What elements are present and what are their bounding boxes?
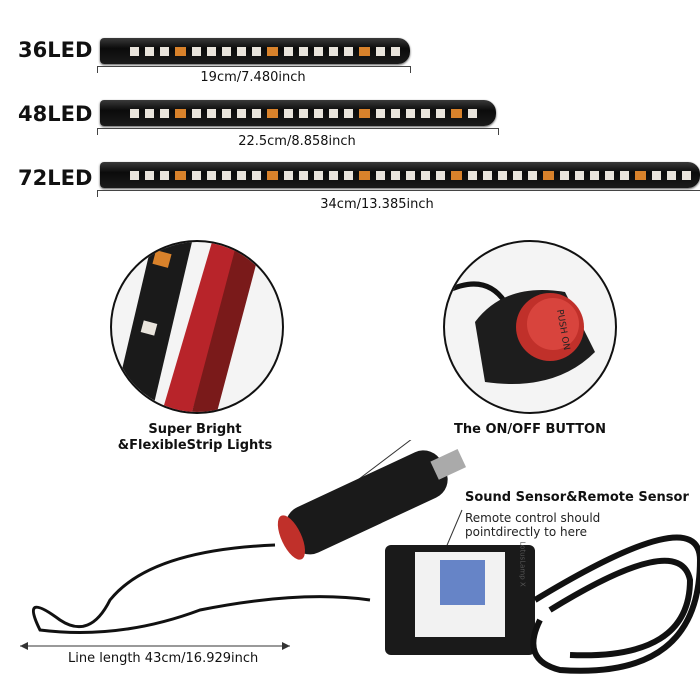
led-chip xyxy=(237,46,246,56)
led-chip xyxy=(359,170,370,180)
button-closeup: PUSH ON xyxy=(443,240,617,414)
led-chip xyxy=(451,170,462,180)
led-chip xyxy=(222,46,231,56)
led-chip xyxy=(192,170,201,180)
strip-dimension-36: 19cm/7.480inch xyxy=(200,70,306,85)
led-chip xyxy=(344,170,353,180)
led-chip xyxy=(329,108,338,118)
led-chip xyxy=(682,170,691,180)
led-chip xyxy=(314,46,323,56)
product-illustration xyxy=(20,440,700,674)
led-chip xyxy=(237,170,246,180)
led-chip xyxy=(160,46,169,56)
led-chip xyxy=(468,108,477,118)
led-chip xyxy=(207,108,216,118)
led-chip xyxy=(513,170,522,180)
led-chip xyxy=(359,46,370,56)
led-chip xyxy=(175,170,186,180)
led-chip xyxy=(376,170,385,180)
led-chip xyxy=(237,108,246,118)
led-chip xyxy=(192,108,201,118)
led-chip xyxy=(130,170,139,180)
led-chip xyxy=(314,108,323,118)
led-chip xyxy=(451,108,462,118)
led-chip xyxy=(299,46,308,56)
led-chip xyxy=(145,170,154,180)
led-chip xyxy=(391,46,400,56)
led-chip xyxy=(468,170,477,180)
led-chip xyxy=(421,170,430,180)
led-chip xyxy=(406,170,415,180)
led-strip-36 xyxy=(100,38,410,64)
dimension-line xyxy=(97,190,700,197)
led-chip xyxy=(267,46,278,56)
led-chip xyxy=(652,170,661,180)
led-chip xyxy=(620,170,629,180)
strip-dimension-72: 34cm/13.385inch xyxy=(320,197,434,212)
led-chip xyxy=(299,170,308,180)
button-caption: The ON/OFF BUTTON xyxy=(454,422,606,437)
led-chip xyxy=(252,170,261,180)
led-chip xyxy=(207,170,216,180)
led-strip-72 xyxy=(100,162,700,188)
led-chip xyxy=(543,170,554,180)
led-chip xyxy=(590,170,599,180)
controller-brand: LotusLamp X xyxy=(518,541,527,587)
strip-label-48: 48LED xyxy=(18,102,93,126)
led-chip xyxy=(130,108,139,118)
led-chip xyxy=(160,170,169,180)
led-chip xyxy=(175,108,186,118)
led-chip xyxy=(560,170,569,180)
led-chip xyxy=(314,170,323,180)
led-chip xyxy=(284,46,293,56)
led-chip xyxy=(376,108,385,118)
led-chip xyxy=(436,170,445,180)
led-chip xyxy=(391,108,400,118)
led-chip xyxy=(299,108,308,118)
strip-closeup xyxy=(110,240,284,414)
led-chip xyxy=(222,170,231,180)
led-chip xyxy=(436,108,445,118)
led-chip xyxy=(252,46,261,56)
led-chip xyxy=(391,170,400,180)
led-strip-48 xyxy=(100,100,496,126)
led-chip xyxy=(284,108,293,118)
led-chip xyxy=(406,108,415,118)
led-chip xyxy=(344,108,353,118)
led-chip xyxy=(145,46,154,56)
led-chip xyxy=(192,46,201,56)
led-chip xyxy=(222,108,231,118)
led-chip xyxy=(498,170,507,180)
led-chip xyxy=(267,108,278,118)
led-chip xyxy=(252,108,261,118)
led-chip xyxy=(344,46,353,56)
strip-label-72: 72LED xyxy=(18,166,93,190)
led-chip xyxy=(528,170,537,180)
dimension-line xyxy=(97,128,499,135)
led-chip xyxy=(160,108,169,118)
sensor-note: Remote control should pointdirectly to h… xyxy=(465,511,601,539)
led-chip xyxy=(207,46,216,56)
led-chip xyxy=(267,170,278,180)
led-chip xyxy=(329,170,338,180)
led-chip xyxy=(605,170,614,180)
led-chip xyxy=(130,46,139,56)
strip-dimension-48: 22.5cm/8.858inch xyxy=(238,134,356,149)
led-chip xyxy=(575,170,584,180)
led-chip xyxy=(175,46,186,56)
led-chip xyxy=(376,46,385,56)
sensor-title: Sound Sensor&Remote Sensor xyxy=(465,490,689,505)
led-chip xyxy=(145,108,154,118)
led-chip xyxy=(667,170,676,180)
led-chip xyxy=(421,108,430,118)
dimension-line xyxy=(97,66,411,73)
strip-label-36: 36LED xyxy=(18,38,93,62)
led-chip xyxy=(359,108,370,118)
led-chip xyxy=(635,170,646,180)
line-length: Line length 43cm/16.929inch xyxy=(68,651,259,666)
led-chip xyxy=(284,170,293,180)
led-chip xyxy=(483,170,492,180)
led-chip xyxy=(329,46,338,56)
strip-caption: Super Bright &FlexibleStrip Lights xyxy=(117,422,273,453)
